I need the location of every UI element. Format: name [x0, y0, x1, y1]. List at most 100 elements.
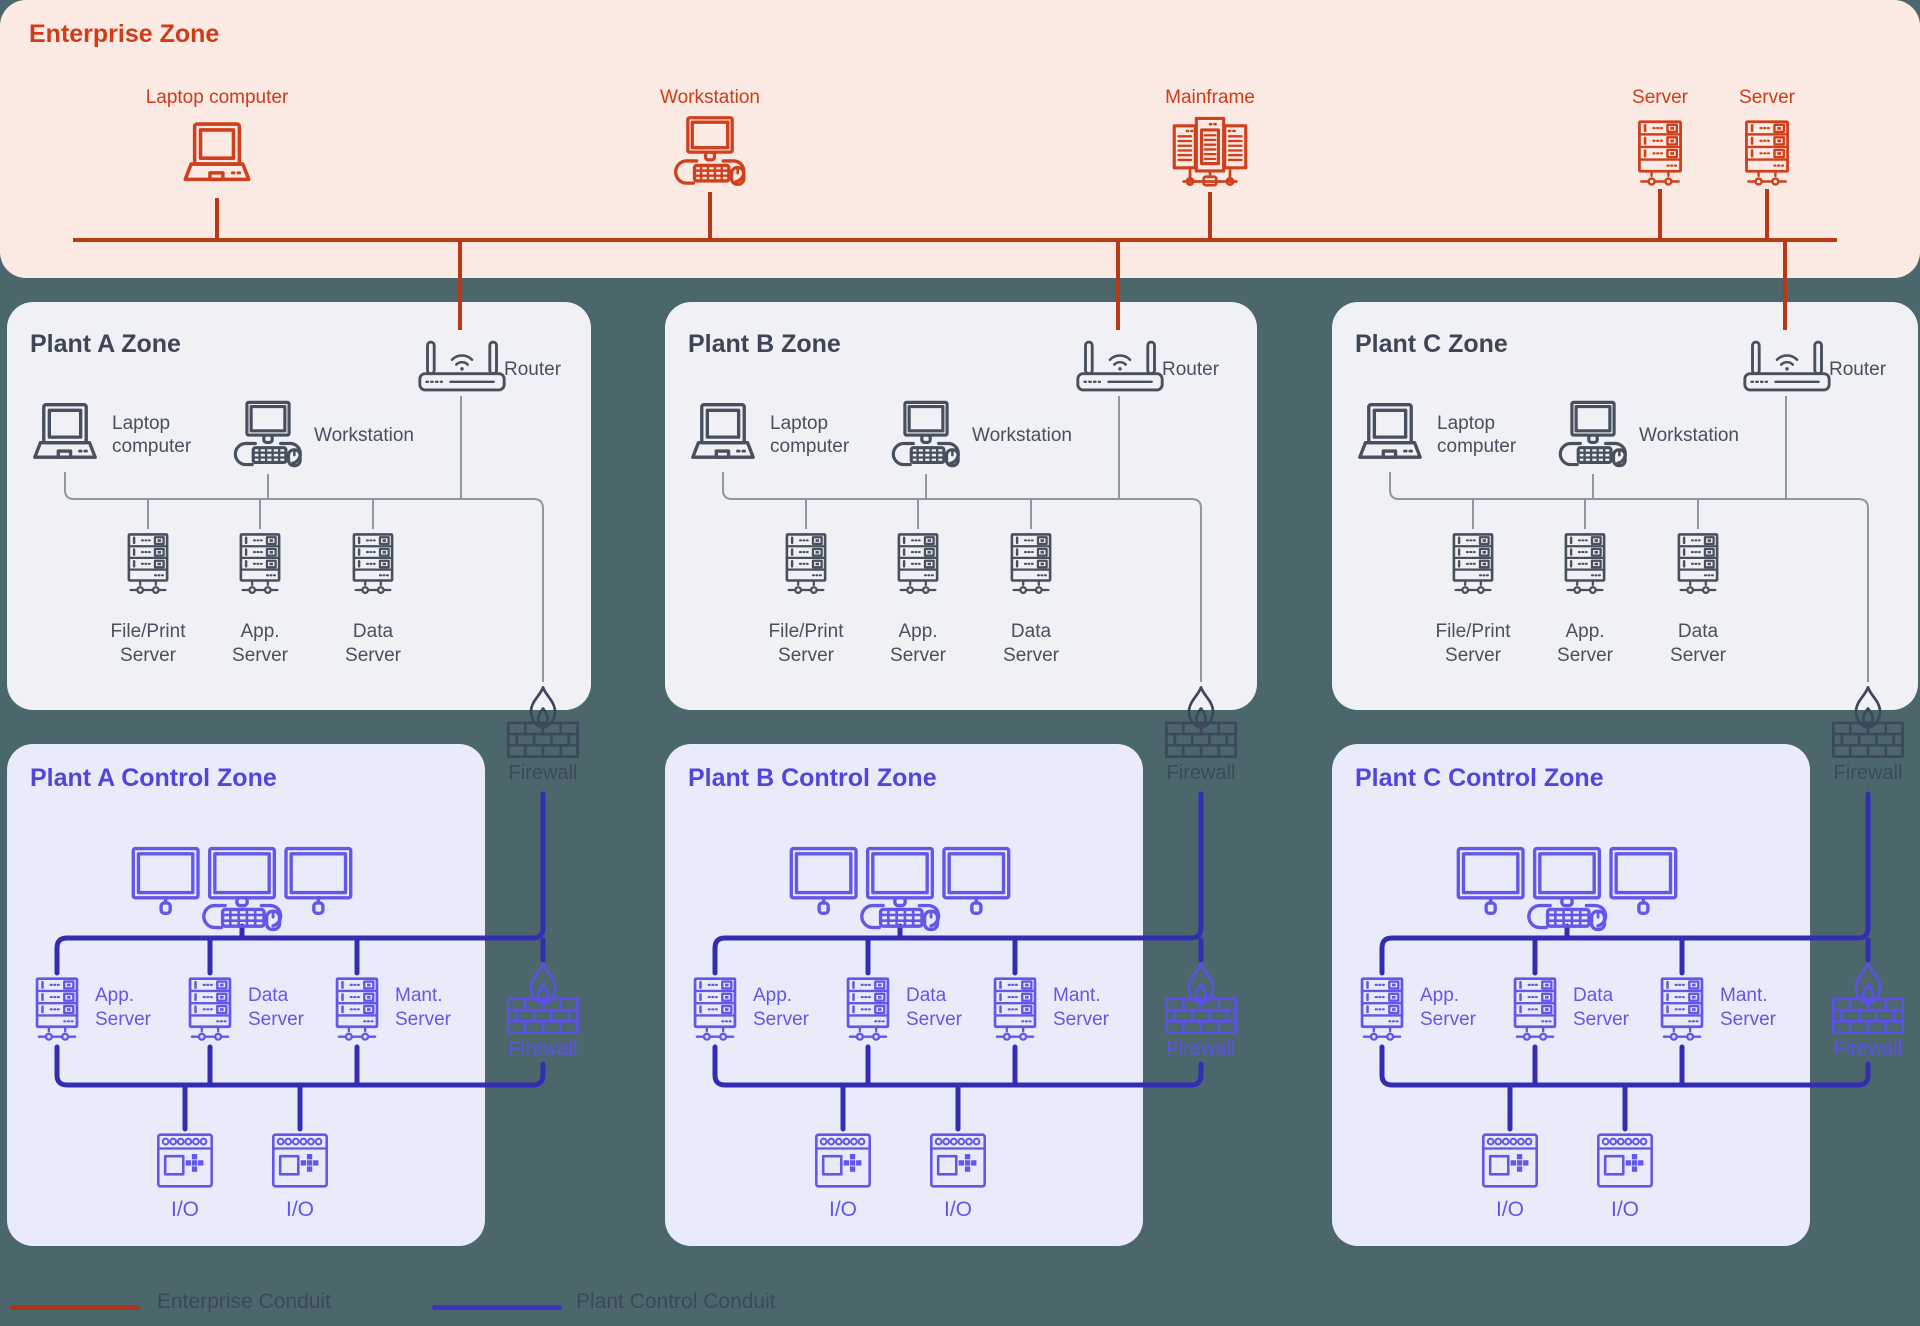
laptop-icon [33, 403, 97, 459]
enterprise-mainframe-label: Mainframe [1165, 87, 1255, 108]
workstation-icon [891, 400, 960, 468]
plant-b-laptop-label: Laptop computer [770, 413, 850, 457]
io-module-icon [1482, 1133, 1538, 1188]
plant-b-workstation-label: Workstation [972, 425, 1072, 446]
control-b-io-2-label: I/O [943, 1198, 972, 1221]
server-icon [1452, 533, 1494, 595]
control-c-io-2-label: I/O [1610, 1198, 1639, 1221]
plant-a-zone-title: Plant A Zone [30, 330, 181, 358]
hmi-workstation-icon [1456, 846, 1678, 932]
enterprise-zone-panel [0, 0, 1920, 278]
io-module-icon [930, 1133, 986, 1188]
firewall-c-lower-label: Firewall [1833, 1038, 1903, 1060]
plant-b-control-zone-title: Plant B Control Zone [688, 764, 937, 792]
control-a-io-1-label: I/O [170, 1198, 199, 1221]
firewall-icon [1165, 686, 1237, 758]
plant-a-app-server-label: App. Server [232, 621, 288, 666]
plant-b-zone-panel [665, 302, 1257, 710]
workstation-icon [673, 116, 746, 186]
laptop-icon [183, 122, 251, 182]
plant-c-laptop-label: Laptop computer [1437, 413, 1517, 457]
server-icon [1513, 977, 1557, 1041]
plant-a-laptop-label: Laptop computer [112, 413, 192, 457]
router-icon [1743, 340, 1831, 392]
plant-b-app-server-label: App. Server [890, 621, 946, 666]
server-icon [846, 977, 890, 1041]
firewall-c-upper-label: Firewall [1833, 762, 1903, 784]
enterprise-server-1-label: Server [1632, 87, 1688, 108]
enterprise-conduit-swatch [10, 1305, 140, 1310]
control-a-io-2-label: I/O [285, 1198, 314, 1221]
server-icon [785, 533, 827, 595]
control-a-mant-server-label: Mant. Server [395, 985, 451, 1030]
server-icon [239, 533, 281, 595]
plant-c-zone-title: Plant C Zone [1355, 330, 1508, 358]
plant-c-control-zone-title: Plant C Control Zone [1355, 764, 1604, 792]
plant-a-control-zone-title: Plant A Control Zone [30, 764, 277, 792]
control-b-data-server-label: Data Server [906, 985, 962, 1030]
control-a-data-server-label: Data Server [248, 985, 304, 1030]
server-icon [35, 977, 79, 1041]
firewall-icon [1832, 962, 1904, 1034]
plant-c-data-server-label: Data Server [1670, 621, 1726, 666]
server-icon [993, 977, 1037, 1041]
control-b-mant-server-label: Mant. Server [1053, 985, 1109, 1030]
plant-b-control-zone-panel [665, 744, 1143, 1246]
server-icon [1360, 977, 1404, 1041]
plant-control-conduit-swatch [432, 1305, 562, 1310]
plant-a-router-label: Router [504, 359, 562, 380]
plant-c-router-label: Router [1829, 359, 1887, 380]
server-icon [1745, 120, 1789, 186]
server-icon [1660, 977, 1704, 1041]
firewall-a-lower-label: Firewall [508, 1038, 578, 1060]
workstation-icon [1558, 400, 1627, 468]
plant-c-workstation-label: Workstation [1639, 425, 1739, 446]
plant-c-control-zone-panel [1332, 744, 1810, 1246]
plant-b-router-label: Router [1162, 359, 1220, 380]
io-module-icon [1597, 1133, 1653, 1188]
firewall-a-upper-label: Firewall [508, 762, 578, 784]
control-a-app-server-label: App. Server [95, 985, 151, 1030]
enterprise-laptop-label: Laptop computer [145, 87, 289, 108]
firewall-b-lower-label: Firewall [1166, 1038, 1236, 1060]
server-icon [127, 533, 169, 595]
server-icon [335, 977, 379, 1041]
control-c-data-server-label: Data Server [1573, 985, 1629, 1030]
io-module-icon [157, 1133, 213, 1188]
control-c-mant-server-label: Mant. Server [1720, 985, 1776, 1030]
enterprise-conduit-label: Enterprise Conduit [157, 1290, 331, 1313]
server-icon [1638, 120, 1682, 186]
control-b-io-1-label: I/O [828, 1198, 857, 1221]
firewall-icon [507, 962, 579, 1034]
firewall-b-upper-label: Firewall [1166, 762, 1236, 784]
plant-c-fileprint-server-label: File/Print Server [1435, 621, 1511, 666]
server-icon [1677, 533, 1719, 595]
laptop-icon [1358, 403, 1422, 459]
server-icon [693, 977, 737, 1041]
server-icon [1564, 533, 1606, 595]
firewall-icon [1165, 962, 1237, 1034]
plant-a-fileprint-server-label: File/Print Server [110, 621, 186, 666]
router-icon [1076, 340, 1164, 392]
server-icon [188, 977, 232, 1041]
control-c-io-1-label: I/O [1495, 1198, 1524, 1221]
mainframe-icon [1172, 116, 1248, 187]
plant-a-data-server-label: Data Server [345, 621, 401, 666]
enterprise-server-2-label: Server [1739, 87, 1795, 108]
workstation-icon [233, 400, 302, 468]
control-c-app-server-label: App. Server [1420, 985, 1476, 1030]
laptop-icon [691, 403, 755, 459]
enterprise-workstation-label: Workstation [660, 87, 760, 108]
plant-a-control-zone-panel [7, 744, 485, 1246]
plant-c-app-server-label: App. Server [1557, 621, 1613, 666]
hmi-workstation-icon [789, 846, 1011, 932]
plant-a-workstation-label: Workstation [314, 425, 414, 446]
plant-a-zone-panel [7, 302, 591, 710]
control-b-app-server-label: App. Server [753, 985, 809, 1030]
enterprise-zone-title: Enterprise Zone [29, 20, 220, 48]
hmi-workstation-icon [131, 846, 353, 932]
io-module-icon [272, 1133, 328, 1188]
plant-b-zone-title: Plant B Zone [688, 330, 841, 358]
